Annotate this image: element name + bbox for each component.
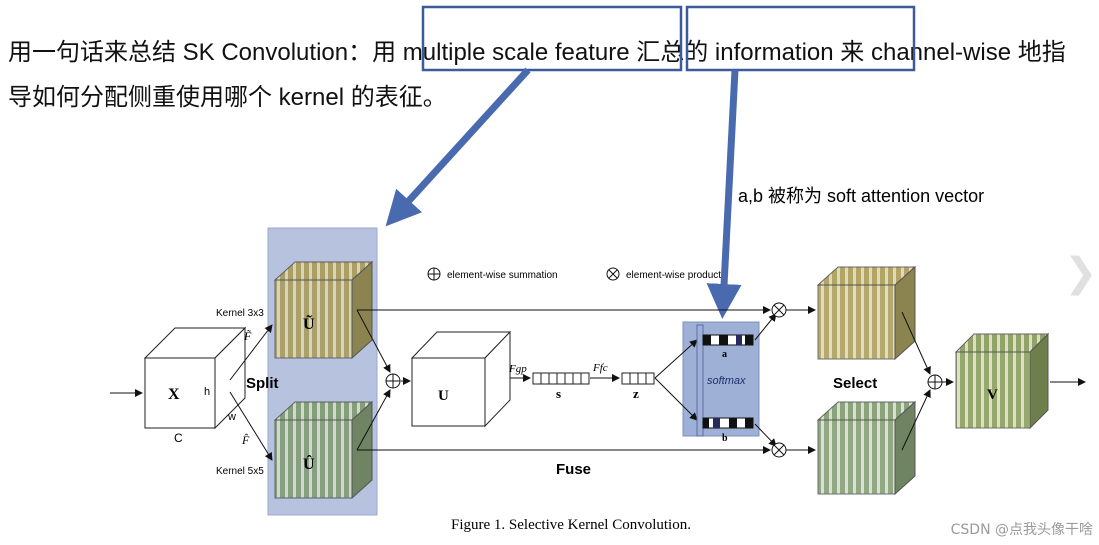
headline-part-3: 来 channel-wise 地指导如何分配侧重使用哪个 kernel 的表征。	[8, 39, 1066, 111]
vector-a	[702, 334, 754, 346]
blue-arrow-feature	[385, 67, 531, 227]
label-split: Split	[246, 375, 279, 392]
label-f-gp: Fgp	[508, 363, 527, 375]
cube-u	[410, 330, 512, 428]
label-u-tilde: Ũ	[303, 313, 315, 333]
label-c: C	[174, 431, 183, 445]
label-s: s	[556, 386, 561, 401]
label-f-hat: F̂	[241, 433, 250, 447]
annotation-soft-attention: a,b 被称为 soft attention vector	[738, 186, 984, 206]
label-u: U	[438, 388, 449, 404]
legend-sum-label: element-wise summation	[447, 270, 558, 281]
label-kernel-3x3: Kernel 3x3	[216, 308, 264, 319]
label-h: h	[204, 386, 210, 398]
next-chevron-icon[interactable]: ❯	[1064, 250, 1098, 296]
label-fuse: Fuse	[556, 461, 591, 478]
label-v: V	[987, 387, 998, 403]
headline-information: information	[714, 39, 834, 66]
label-kernel-5x5: Kernel 5x5	[216, 466, 264, 477]
label-a: a	[722, 349, 727, 360]
sum-operator-icon	[385, 373, 401, 389]
blue-arrow-information	[706, 69, 742, 319]
legend-product-label: element-wise product	[626, 270, 721, 281]
label-f-tilde: F̃	[243, 329, 252, 343]
label-softmax: softmax	[707, 375, 746, 387]
product-operator-top-icon	[771, 302, 787, 318]
headline-part-2: 汇总的	[629, 39, 715, 66]
figure-caption: Figure 1. Selective Kernel Convolution.	[451, 517, 691, 533]
legend-product-icon	[606, 267, 620, 281]
vector-b	[702, 417, 754, 429]
label-x: X	[168, 386, 180, 403]
headline-feature: multiple scale feature	[402, 39, 630, 66]
label-z: z	[633, 386, 639, 401]
final-sum-operator-icon	[927, 374, 943, 390]
headline-part-1: 用一句话来总结 SK Convolution：用	[8, 39, 403, 66]
input-cube-x	[143, 326, 247, 430]
headline-text: 用一句话来总结 SK Convolution：用 multiple scale …	[8, 30, 1088, 120]
legend-sum-icon	[427, 267, 441, 281]
product-operator-bottom-icon	[771, 442, 787, 458]
cube-selected-top	[816, 265, 917, 361]
label-f-fc: Ffc	[592, 362, 608, 374]
cube-u-tilde	[273, 260, 374, 360]
cube-v	[954, 332, 1050, 430]
vector-z	[621, 372, 655, 385]
highlight-box-feature	[421, 5, 683, 72]
label-u-hat: Û	[303, 454, 315, 473]
cube-u-hat	[273, 400, 374, 500]
highlight-box-information	[685, 5, 916, 72]
label-w: w	[227, 411, 236, 423]
csdn-watermark: CSDN @点我头像干啥	[950, 522, 1093, 538]
label-b: b	[722, 433, 728, 444]
cube-selected-bottom	[816, 400, 917, 496]
label-select: Select	[833, 375, 877, 392]
vector-s	[532, 372, 590, 385]
